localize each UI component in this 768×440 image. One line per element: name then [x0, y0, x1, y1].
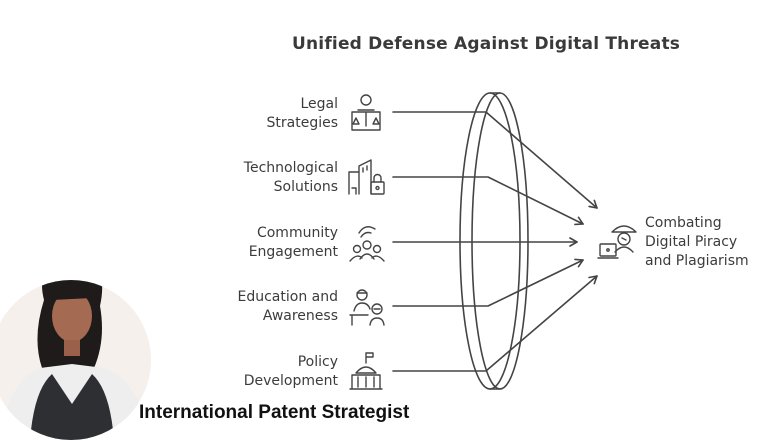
diagram-title: Unified Defense Against Digital Threats — [292, 34, 681, 54]
pirate-laptop-icon — [597, 225, 637, 259]
input-label-policy: Policy Development — [243, 354, 338, 389]
community-group-icon — [349, 226, 385, 262]
input-label-technological: Technological Solutions — [243, 160, 338, 195]
arrow-education — [392, 258, 584, 307]
portrait-photo — [0, 280, 151, 440]
arrow-technological — [392, 176, 584, 226]
government-building-icon — [349, 352, 383, 390]
input-label-community: Community Engagement — [248, 225, 338, 260]
converging-lens-icon — [459, 92, 529, 390]
input-label-education: Education and Awareness — [237, 289, 339, 324]
arrow-legal — [392, 111, 598, 209]
teacher-student-icon — [349, 289, 385, 326]
scales-of-justice-icon — [351, 94, 381, 131]
arrow-policy — [392, 275, 598, 372]
caption-title: International Patent Strategist — [139, 402, 410, 423]
buildings-lock-icon — [348, 159, 385, 195]
output-label: Combating Digital Piracy and Plagiarism — [645, 215, 749, 269]
input-label-legal: Legal Strategies — [266, 96, 339, 131]
